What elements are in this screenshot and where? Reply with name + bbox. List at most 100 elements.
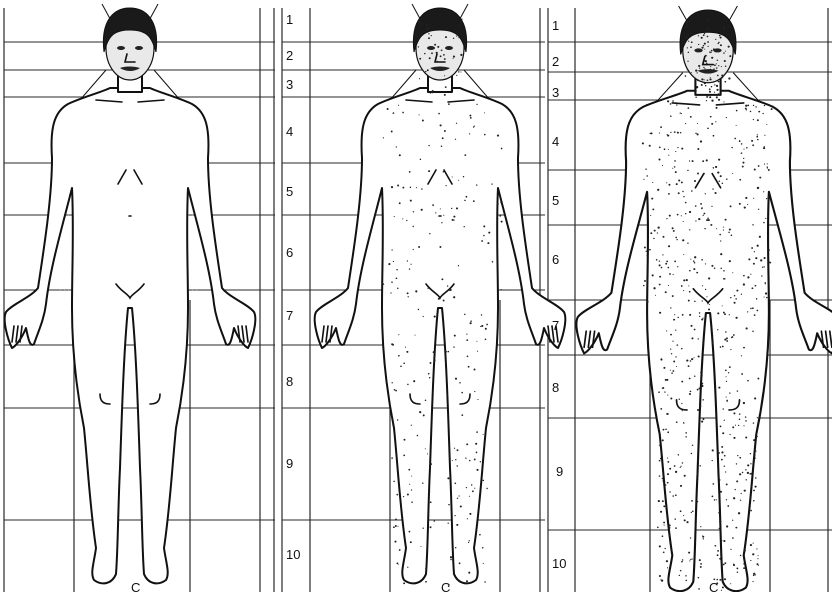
stipple-dot — [740, 555, 742, 556]
stipple-dot — [424, 53, 425, 54]
stipple-dot — [674, 314, 675, 315]
stipple-dot — [714, 70, 716, 71]
stipple-dot — [666, 261, 668, 263]
stipple-dot — [724, 562, 726, 564]
stipple-dot — [734, 138, 736, 140]
stipple-dot — [716, 499, 717, 500]
stipple-dot — [714, 92, 715, 93]
zone-number-10: 10 — [286, 547, 300, 562]
stipple-dot — [707, 41, 709, 43]
stipple-dot — [703, 34, 705, 36]
stipple-dot — [767, 163, 768, 164]
stipple-dot — [752, 224, 754, 225]
stipple-dot — [682, 191, 683, 192]
stipple-dot — [757, 245, 759, 247]
stipple-dot — [428, 373, 430, 375]
stipple-dot — [724, 60, 726, 62]
stipple-dot — [703, 173, 705, 175]
stipple-dot — [430, 362, 432, 364]
stipple-dot — [743, 158, 744, 159]
stipple-dot — [707, 218, 709, 220]
stipple-dot — [396, 277, 398, 279]
stipple-dot — [689, 229, 690, 230]
stipple-dot — [683, 515, 684, 516]
stipple-dot — [460, 71, 461, 72]
stipple-dot — [699, 312, 701, 313]
stipple-dot — [423, 414, 425, 416]
stipple-dot — [757, 378, 759, 380]
stipple-dot — [387, 108, 389, 110]
stipple-dot — [675, 356, 676, 357]
stipple-dot — [750, 274, 751, 275]
stipple-dot — [741, 355, 742, 356]
stipple-dot — [671, 353, 672, 354]
stipple-dot — [716, 85, 718, 87]
stipple-dot — [706, 159, 708, 161]
stipple-dot — [740, 500, 741, 501]
stipple-dot — [676, 239, 677, 240]
stipple-dot — [710, 52, 712, 54]
stipple-dot — [734, 295, 736, 296]
stipple-dot — [694, 329, 696, 331]
stipple-dot — [753, 198, 754, 199]
stipple-dot — [421, 209, 423, 211]
stipple-dot — [755, 458, 756, 459]
stipple-dot — [739, 140, 740, 141]
stipple-dot — [446, 369, 447, 370]
stipple-dot — [643, 285, 645, 286]
stipple-dot — [669, 524, 671, 526]
stipple-dot — [685, 202, 687, 204]
stipple-dot — [760, 259, 762, 261]
stipple-dot — [763, 222, 765, 223]
stipple-dot — [474, 391, 475, 392]
stipple-dot — [647, 301, 649, 303]
stipple-dot — [448, 289, 450, 291]
stipple-dot — [758, 165, 760, 167]
stipple-dot — [687, 243, 688, 244]
stipple-dot — [711, 100, 713, 102]
stipple-dot — [722, 432, 724, 434]
stipple-dot — [689, 560, 690, 561]
stipple-dot — [751, 247, 753, 249]
stipple-dot — [693, 260, 695, 262]
stipple-dot — [663, 551, 665, 553]
stipple-dot — [685, 436, 686, 437]
stipple-dot — [458, 71, 460, 73]
stipple-dot — [410, 187, 411, 188]
stipple-dot — [690, 537, 691, 538]
stipple-dot — [667, 482, 669, 484]
stipple-dot — [659, 475, 661, 476]
stipple-dot — [466, 196, 468, 198]
stipple-dot — [708, 19, 710, 21]
stipple-dot — [696, 80, 697, 81]
stipple-dot — [690, 46, 692, 48]
stipple-dot — [461, 414, 463, 416]
stipple-dot — [669, 535, 670, 536]
stipple-dot — [703, 538, 704, 539]
stipple-dot — [766, 297, 768, 299]
eye — [135, 46, 143, 50]
stipple-dot — [666, 182, 667, 183]
stipple-dot — [434, 316, 436, 318]
stipple-dot — [715, 166, 717, 168]
stipple-dot — [700, 563, 702, 565]
stipple-dot — [689, 314, 691, 316]
stipple-dot — [741, 294, 742, 295]
stipple-dot — [434, 359, 436, 361]
stipple-dot — [395, 519, 397, 521]
stipple-dot — [393, 112, 395, 114]
stipple-dot — [678, 192, 680, 194]
stipple-dot — [723, 270, 725, 272]
stipple-dot — [675, 171, 677, 173]
stipple-dot — [688, 552, 690, 554]
stipple-dot — [683, 221, 684, 222]
stipple-dot — [680, 570, 682, 572]
stipple-dot — [748, 258, 750, 260]
stipple-dot — [652, 208, 654, 210]
stipple-dot — [481, 325, 483, 327]
stipple-dot — [730, 297, 731, 298]
stipple-dot — [473, 200, 475, 202]
stipple-dot — [722, 408, 724, 409]
stipple-dot — [422, 35, 423, 36]
stipple-dot — [738, 425, 739, 426]
